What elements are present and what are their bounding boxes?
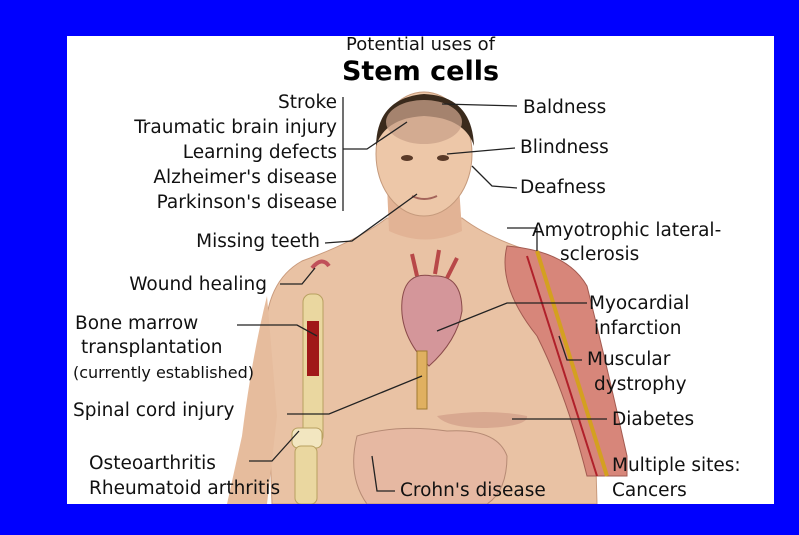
label-transplantation: transplantation: [81, 336, 223, 360]
diagram-panel: Potential uses of Stem cells Stroke Trau…: [67, 36, 774, 504]
label-stroke: Stroke: [67, 91, 337, 115]
label-als-line2: sclerosis: [560, 243, 639, 267]
label-baldness: Baldness: [523, 96, 606, 120]
diagram-title: Stem cells: [67, 56, 774, 87]
label-currently-established: (currently established): [73, 361, 254, 385]
label-parkinsons: Parkinson's disease: [67, 191, 337, 215]
label-traumatic-brain-injury: Traumatic brain injury: [67, 116, 337, 140]
left-arm: [227, 296, 277, 504]
label-spinal-cord-injury: Spinal cord injury: [73, 399, 234, 423]
label-missing-teeth: Missing teeth: [67, 230, 320, 254]
diagram-subtitle: Potential uses of: [67, 36, 774, 55]
label-crohns-disease: Crohn's disease: [400, 479, 546, 503]
label-deafness: Deafness: [520, 176, 606, 200]
spinal-cord: [417, 351, 427, 409]
label-osteoarthritis: Osteoarthritis: [89, 452, 216, 476]
label-wound-healing: Wound healing: [67, 273, 267, 297]
knee-joint: [292, 428, 322, 448]
label-cancers: Cancers: [612, 479, 687, 503]
brain: [386, 100, 462, 144]
label-bone-marrow: Bone marrow: [75, 312, 198, 336]
label-multiple-sites: Multiple sites:: [612, 454, 741, 478]
label-dystrophy: dystrophy: [594, 373, 687, 397]
label-alzheimers: Alzheimer's disease: [67, 166, 337, 190]
label-muscular: Muscular: [587, 348, 670, 372]
label-rheumatoid-arthritis: Rheumatoid arthritis: [89, 477, 280, 501]
label-infarction: infarction: [594, 317, 682, 341]
label-blindness: Blindness: [520, 136, 609, 160]
label-als-line1: Amyotrophic lateral-: [532, 219, 721, 243]
label-diabetes: Diabetes: [612, 408, 694, 432]
label-learning-defects: Learning defects: [67, 141, 337, 165]
label-myocardial: Myocardial: [589, 292, 689, 316]
